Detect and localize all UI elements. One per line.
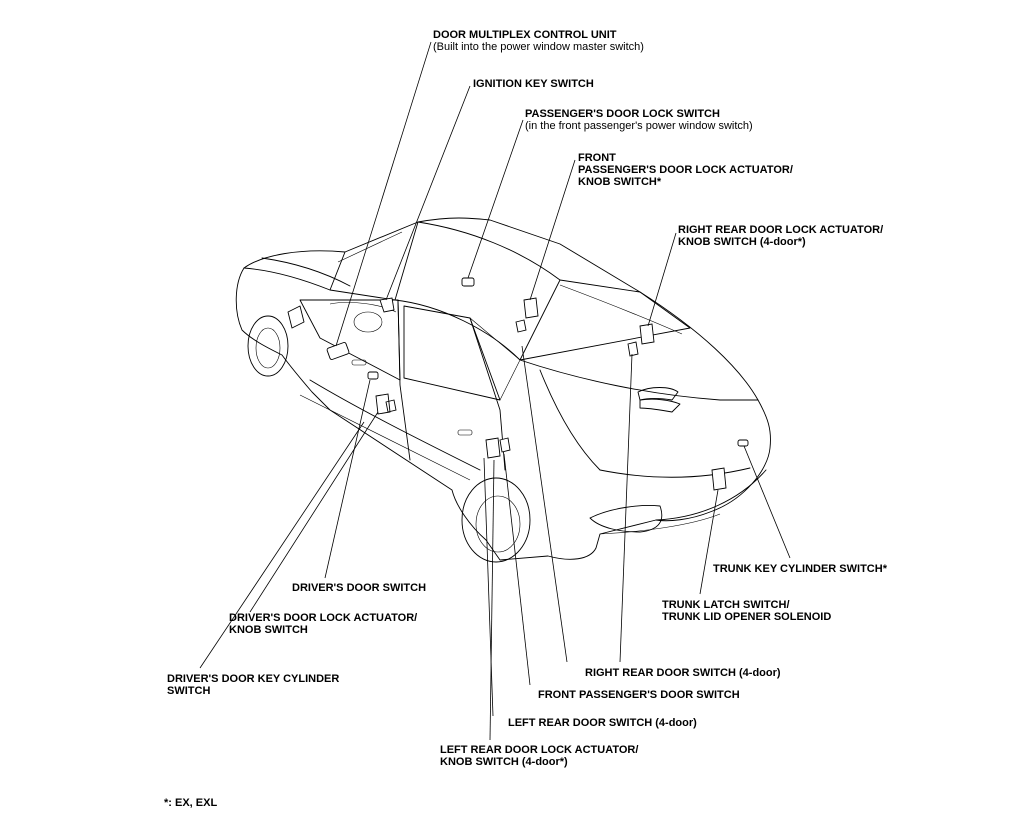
label-passenger-lock-switch: PASSENGER'S DOOR LOCK SWITCH (in the fro… [525, 108, 753, 132]
label-drivers-lock-actuator: DRIVER'S DOOR LOCK ACTUATOR/ KNOB SWITCH [229, 612, 417, 636]
trunk-latch-icon [711, 467, 727, 491]
label-ignition-key: IGNITION KEY SWITCH [473, 78, 594, 90]
label-trunk-latch: TRUNK LATCH SWITCH/ TRUNK LID OPENER SOL… [662, 599, 831, 623]
label-right-rear-actuator: RIGHT REAR DOOR LOCK ACTUATOR/ KNOB SWIT… [678, 224, 883, 248]
front-pass-actuator-icon [515, 297, 539, 333]
left-rear-actuator-icon [485, 437, 511, 459]
drivers-lock-actuator-line2: KNOB SWITCH [229, 624, 308, 636]
front-pass-actuator-line2: PASSENGER'S DOOR LOCK ACTUATOR/ [578, 164, 793, 176]
left-rear-actuator-line2: KNOB SWITCH (4-door*) [440, 756, 568, 768]
door-multiplex-unit-icon [326, 342, 350, 360]
leader-lines [199, 41, 791, 741]
footnote-text: *: EX, EXL [164, 797, 218, 809]
left-rear-actuator-line1: LEFT REAR DOOR LOCK ACTUATOR/ [440, 744, 639, 756]
drivers-key-cylinder-line1: DRIVER'S DOOR KEY CYLINDER [167, 673, 340, 685]
drivers-door-switch-title: DRIVER'S DOOR SWITCH [292, 582, 427, 594]
right-rear-actuator-line2: KNOB SWITCH (4-door*) [678, 236, 806, 248]
label-front-pass-actuator: FRONT PASSENGER'S DOOR LOCK ACTUATOR/ KN… [578, 152, 793, 188]
label-front-pass-door-switch: FRONT PASSENGER'S DOOR SWITCH [538, 689, 740, 701]
drivers-key-cylinder-line2: SWITCH [167, 685, 211, 697]
front-pass-actuator-line3: KNOB SWITCH* [578, 176, 662, 188]
right-rear-actuator-icon [627, 323, 655, 357]
drivers-lock-actuator-icon [375, 393, 397, 415]
label-trunk-key-cylinder: TRUNK KEY CYLINDER SWITCH* [713, 563, 887, 575]
front-pass-actuator-line1: FRONT [578, 152, 616, 164]
label-drivers-door-switch: DRIVER'S DOOR SWITCH [292, 582, 426, 594]
label-left-rear-actuator: LEFT REAR DOOR LOCK ACTUATOR/ KNOB SWITC… [440, 744, 638, 768]
trunk-latch-line2: TRUNK LID OPENER SOLENOID [662, 611, 832, 623]
label-left-rear-door-switch: LEFT REAR DOOR SWITCH (4-door) [508, 717, 697, 729]
passenger-lock-switch-icon [461, 277, 475, 287]
right-rear-door-switch-title: RIGHT REAR DOOR SWITCH (4-door) [585, 667, 781, 679]
trunk-key-cylinder-icon [737, 439, 749, 447]
drivers-door-switch-icon [367, 371, 379, 380]
right-rear-actuator-line1: RIGHT REAR DOOR LOCK ACTUATOR/ [678, 224, 884, 236]
door-multiplex-title: DOOR MULTIPLEX CONTROL UNIT [433, 29, 617, 41]
label-right-rear-door-switch: RIGHT REAR DOOR SWITCH (4-door) [585, 667, 781, 679]
trunk-key-cylinder-title: TRUNK KEY CYLINDER SWITCH* [713, 563, 887, 575]
passenger-lock-switch-sub: (in the front passenger's power window s… [525, 120, 753, 132]
label-door-multiplex: DOOR MULTIPLEX CONTROL UNIT (Built into … [433, 29, 644, 53]
label-drivers-key-cylinder: DRIVER'S DOOR KEY CYLINDER SWITCH [167, 673, 339, 697]
ignition-switch-icon [379, 297, 395, 313]
trunk-latch-line1: TRUNK LATCH SWITCH/ [662, 599, 790, 611]
front-pass-door-switch-title: FRONT PASSENGER'S DOOR SWITCH [538, 689, 740, 701]
drivers-lock-actuator-line1: DRIVER'S DOOR LOCK ACTUATOR/ [229, 612, 418, 624]
door-multiplex-sub: (Built into the power window master swit… [433, 41, 644, 53]
left-rear-door-switch-title: LEFT REAR DOOR SWITCH (4-door) [508, 717, 697, 729]
components [326, 277, 749, 491]
car-body [235, 217, 771, 563]
passenger-lock-switch-title: PASSENGER'S DOOR LOCK SWITCH [525, 108, 720, 120]
footnote: *: EX, EXL [164, 797, 217, 809]
ignition-key-title: IGNITION KEY SWITCH [473, 78, 594, 90]
